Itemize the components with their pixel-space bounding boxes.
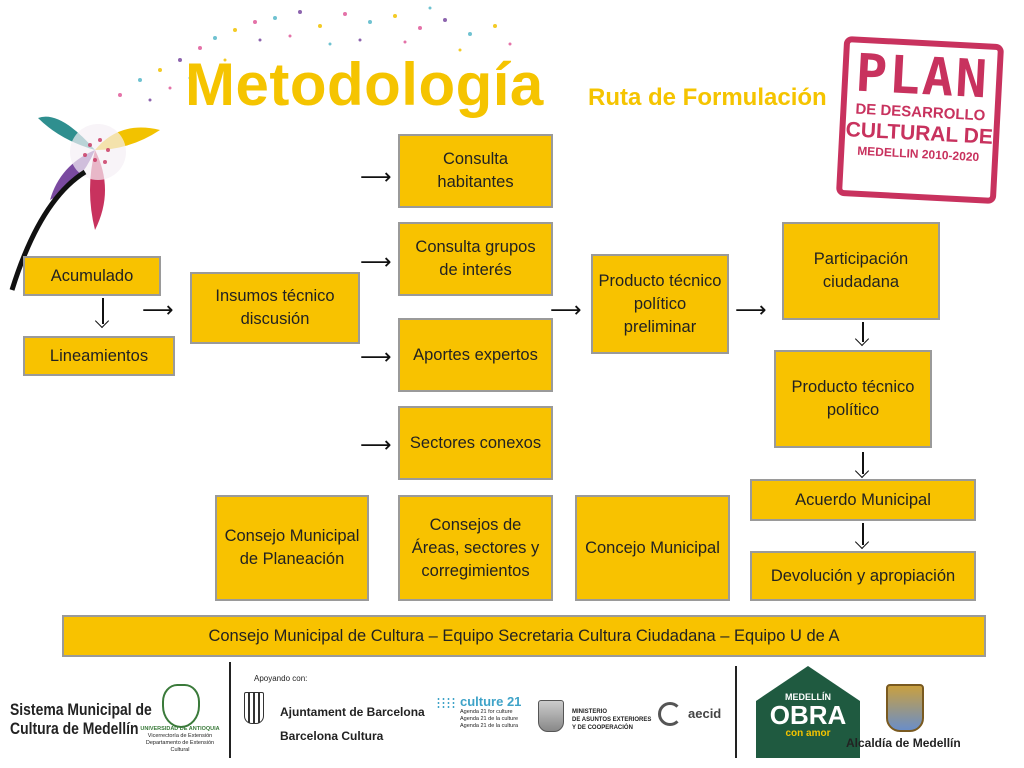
- box-concejo-municipal: Concejo Municipal: [575, 495, 730, 601]
- barcelona-line1: Ajuntament de Barcelona: [280, 705, 425, 719]
- logo-culture21: culture 21 Agenda 21 for culture Agenda …: [460, 694, 521, 730]
- logo-alcaldia: Alcaldía de Medellín: [846, 736, 961, 750]
- box-acumulado: Acumulado: [23, 256, 161, 296]
- apoyo-label: Apoyando con:: [254, 674, 308, 683]
- barcelona-line2: Barcelona Cultura: [280, 729, 384, 743]
- box-insumos: Insumos técnico discusión: [190, 272, 360, 344]
- arrow-right-to-consulta-habitantes: ⟶: [360, 165, 392, 190]
- logo-sistema-line1: Sistema Municipal de: [10, 700, 152, 719]
- culture21-sub1: Agenda 21 for culture: [460, 709, 513, 715]
- ministerio-line1: MINISTERIO: [572, 709, 608, 715]
- obra-line2: OBRA: [769, 700, 847, 730]
- box-producto-tecnico: Producto técnico político: [774, 350, 932, 448]
- arrow-down-acumulado: [94, 298, 110, 329]
- obra-line3: con amor: [785, 728, 831, 739]
- flower-decoration-icon: [9, 6, 512, 291]
- culture21-sub3: Agenda 21 de la cultura: [460, 723, 519, 729]
- ministerio-line2: DE ASUNTOS EXTERIORES: [572, 717, 652, 723]
- alcaldia-shield-icon: [886, 684, 924, 732]
- arrow-right-to-sectores: ⟶: [360, 433, 392, 458]
- box-bottom-bar: Consejo Municipal de Cultura – Equipo Se…: [62, 615, 986, 657]
- logo-barcelona: Ajuntament de Barcelona Barcelona Cultur…: [280, 700, 425, 748]
- logo-sistema-line2: Cultura de Medellín: [10, 719, 139, 738]
- udea-sub2: Departamento de Extensión Cultural: [145, 740, 215, 753]
- aecid-ring-icon: [658, 702, 682, 726]
- arrow-down-producto-tecnico: [854, 452, 870, 479]
- box-participacion: Participación ciudadana: [782, 222, 940, 320]
- culture21-sub2: Agenda 21 de la culture: [460, 716, 519, 722]
- box-consulta-habitantes: Consulta habitantes: [398, 134, 553, 208]
- arrow-right-to-insumos: ⟶: [142, 298, 174, 323]
- spain-crest-icon: [538, 700, 564, 732]
- culture21-title: culture 21: [460, 694, 522, 709]
- arrow-down-acuerdo: [854, 523, 870, 550]
- box-consulta-grupos: Consulta grupos de interés: [398, 222, 553, 296]
- plan-logo-line1: PLAN: [854, 43, 991, 111]
- logo-medellin-obra: MEDELLÍN OBRA con amor: [756, 666, 860, 758]
- logo-udea: UNIVERSIDAD DE ANTIOQUIA Vicerrectoría d…: [140, 726, 220, 754]
- arrow-right-to-consulta-grupos: ⟶: [360, 250, 392, 275]
- footer-divider-1: [229, 662, 231, 758]
- logo-aecid: aecid: [688, 706, 722, 721]
- barcelona-shield-icon: [244, 692, 264, 724]
- box-consejos-areas: Consejos de Áreas, sectores y corregimie…: [398, 495, 553, 601]
- box-devolucion: Devolución y apropiación: [750, 551, 976, 601]
- logo-ministerio: MINISTERIO DE ASUNTOS EXTERIORES Y DE CO…: [572, 708, 651, 732]
- page-subtitle: Ruta de Formulación: [588, 84, 827, 111]
- box-producto-preliminar: Producto técnico político preliminar: [591, 254, 729, 354]
- box-lineamientos: Lineamientos: [23, 336, 175, 376]
- obra-line1: MEDELLÍN: [785, 692, 831, 702]
- arrow-right-to-aportes: ⟶: [360, 345, 392, 370]
- page-title: Metodología: [185, 51, 544, 118]
- udea-seal-icon: [162, 684, 200, 728]
- culture21-dots-icon: [436, 697, 456, 709]
- ministerio-line3: Y DE COOPERACIÓN: [572, 725, 633, 731]
- arrow-down-participacion: [854, 322, 870, 347]
- udea-name: UNIVERSIDAD DE ANTIOQUIA: [140, 726, 220, 732]
- logo-sistema-municipal: Sistema Municipal de Cultura de Medellín: [10, 700, 152, 738]
- box-aportes-expertos: Aportes expertos: [398, 318, 553, 392]
- plan-logo: PLAN DE DESARROLLO CULTURAL DE MEDELLIN …: [835, 35, 1005, 205]
- arrow-right-to-producto-preliminar: ⟶: [550, 298, 582, 323]
- udea-sub1: Vicerrectoría de Extensión: [147, 733, 213, 739]
- box-consejo-planeacion: Consejo Municipal de Planeación: [215, 495, 369, 601]
- box-acuerdo-municipal: Acuerdo Municipal: [750, 479, 976, 521]
- arrow-right-to-participacion: ⟶: [735, 298, 767, 323]
- footer-divider-2: [735, 666, 737, 758]
- box-sectores-conexos: Sectores conexos: [398, 406, 553, 480]
